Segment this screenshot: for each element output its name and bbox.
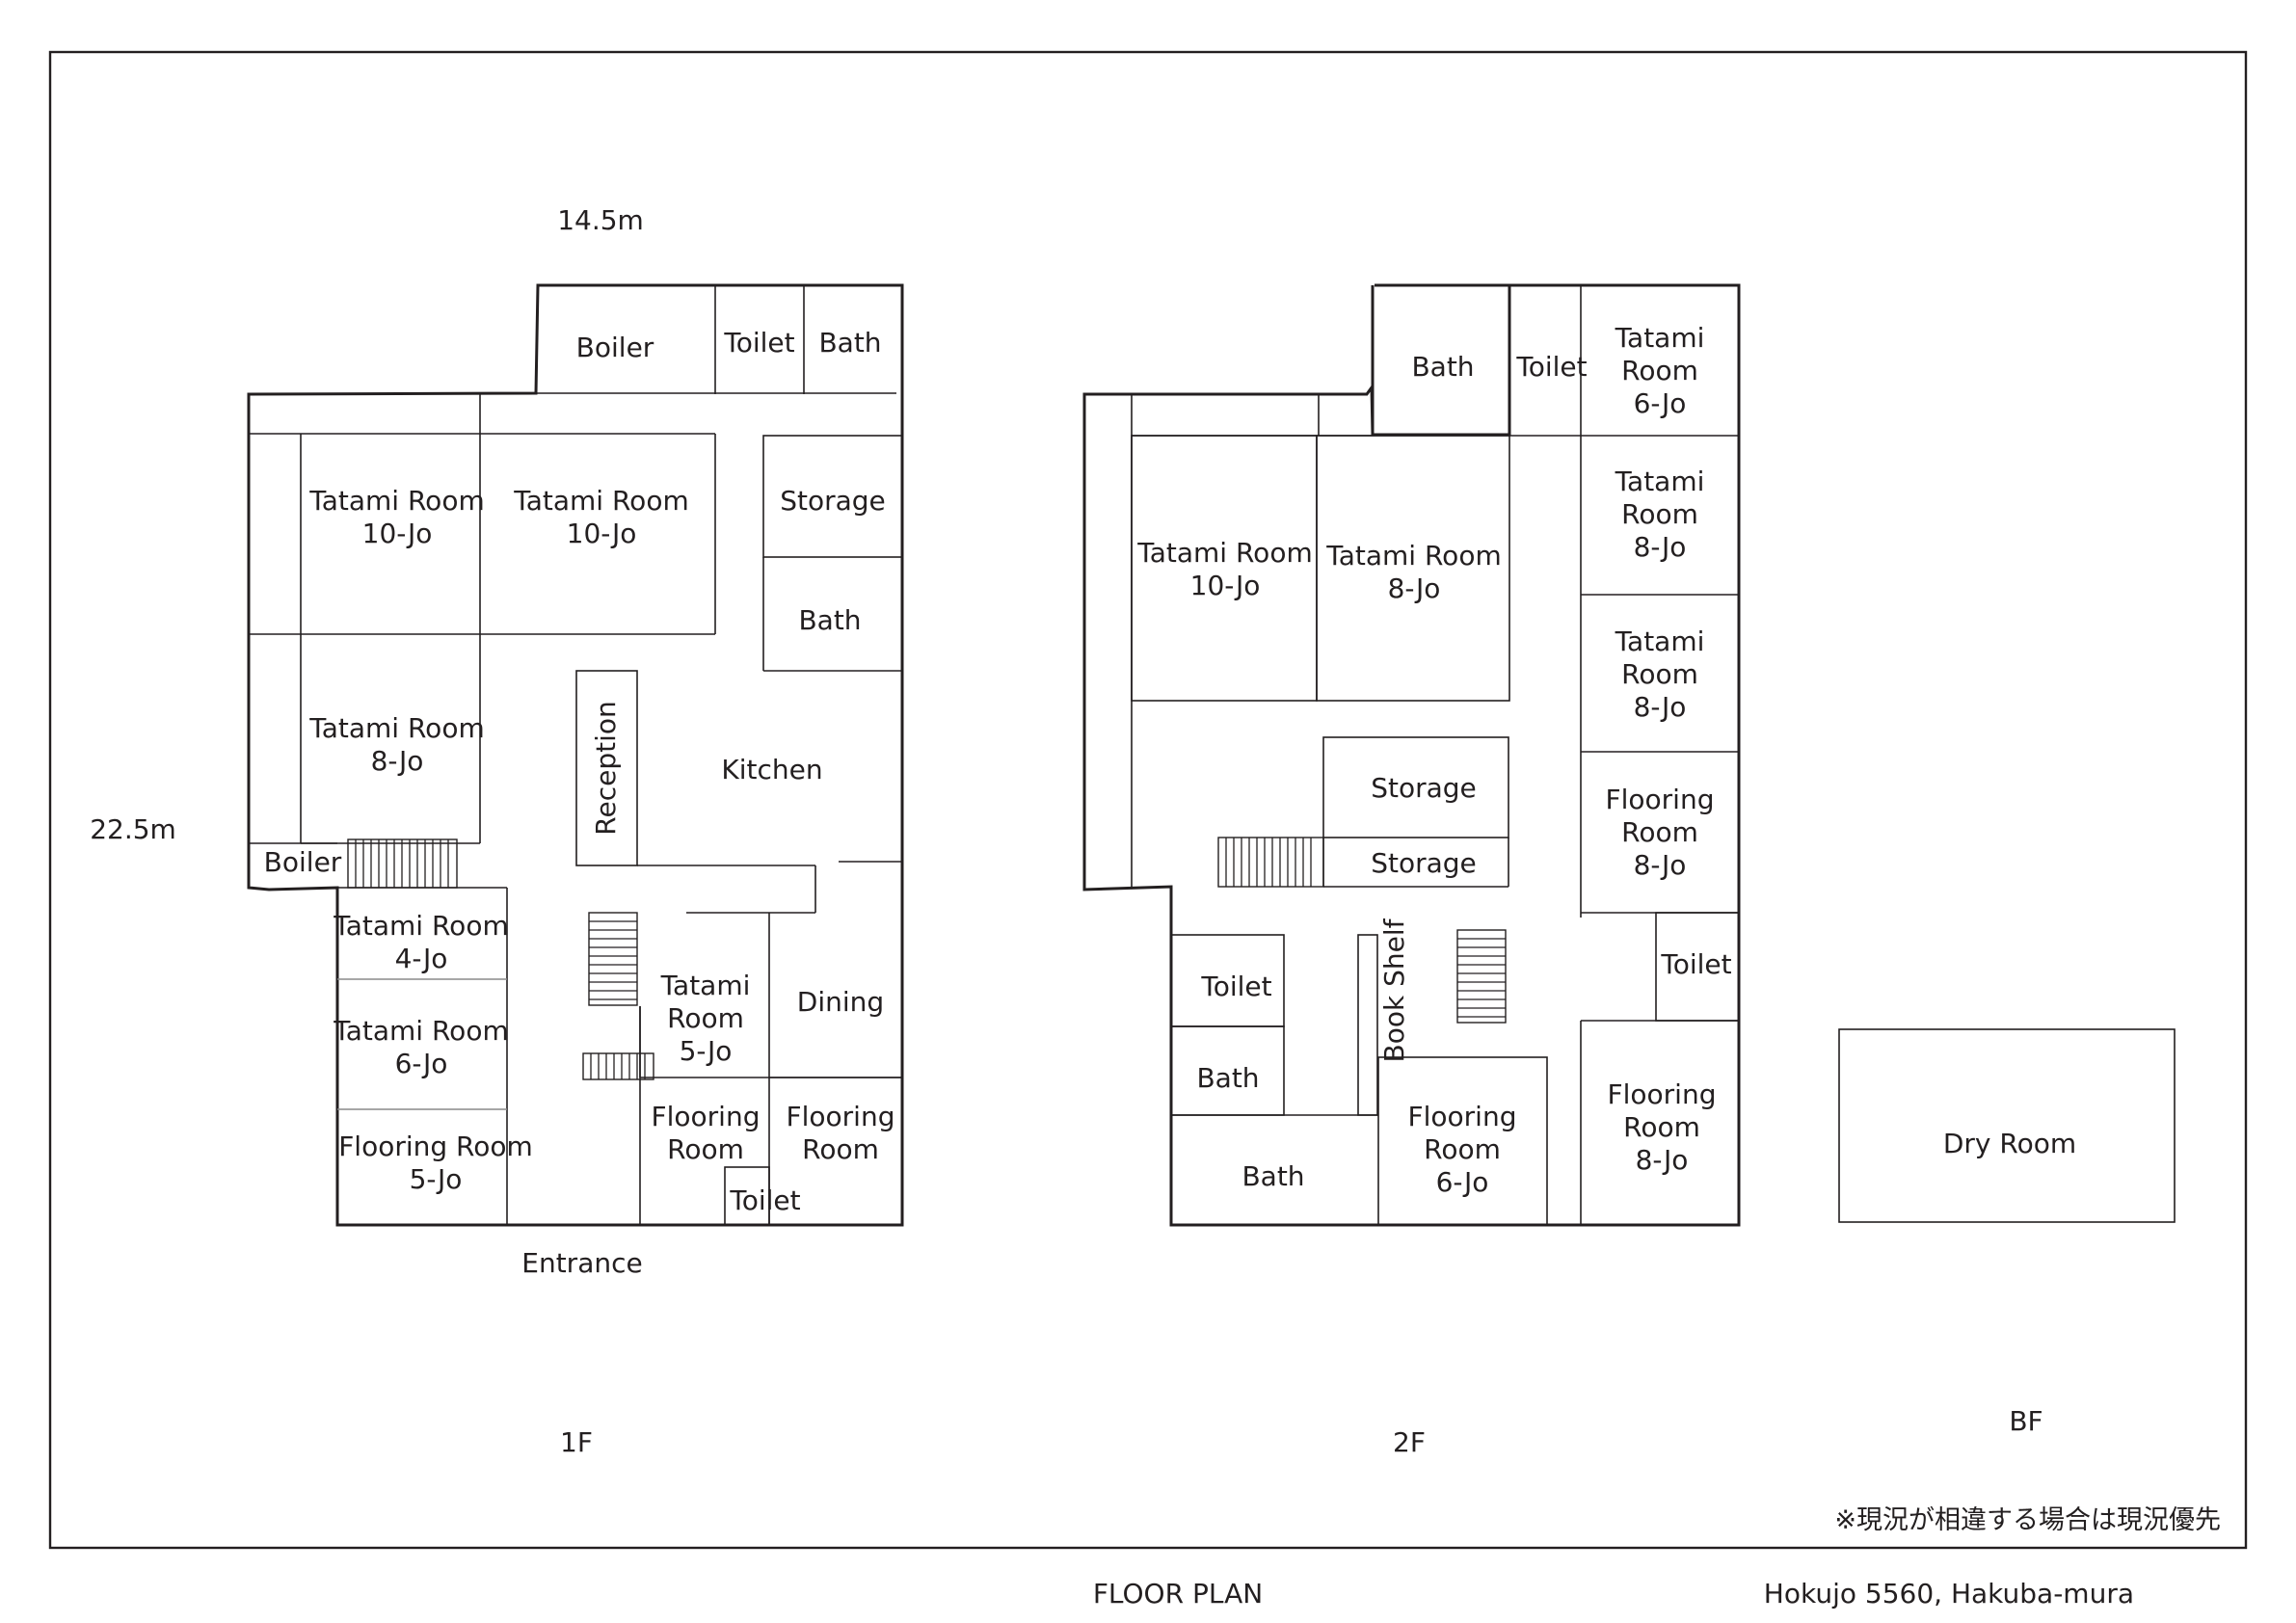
1f-tatami4-label: Tatami Room bbox=[333, 910, 508, 942]
2f-bath-top-label: Bath bbox=[1411, 351, 1474, 383]
1f-tatami10b-label: Tatami Room bbox=[513, 485, 688, 517]
1f-boiler-top-label: Boiler bbox=[576, 332, 654, 363]
1f-kitchen-label: Kitchen bbox=[721, 754, 822, 785]
1f-tatami4-size: 4-Jo bbox=[395, 943, 448, 974]
2f-tatami10-label: Tatami Room bbox=[1136, 537, 1312, 569]
1f-entrance-label: Entrance bbox=[521, 1247, 642, 1279]
document-title: FLOOR PLAN bbox=[1093, 1578, 1263, 1610]
1f-bath-top-label: Bath bbox=[818, 327, 881, 359]
2f-flooring8a-label: Flooring bbox=[1606, 784, 1715, 815]
1f-flooring5-label: Flooring Room bbox=[338, 1131, 533, 1162]
1f-tatami6-size: 6-Jo bbox=[395, 1048, 448, 1079]
1f-outer-wall bbox=[247, 283, 904, 1227]
1f-tatami10a-label: Tatami Room bbox=[308, 485, 484, 517]
2f-tatami6-size: 6-Jo bbox=[1634, 387, 1687, 419]
2f-floor-label: 2F bbox=[1393, 1426, 1426, 1458]
2f-tatami8a-size: 8-Jo bbox=[1634, 531, 1687, 563]
1f-tatami5-label2: Room bbox=[667, 1002, 744, 1034]
1f-floor-label: 1F bbox=[560, 1426, 593, 1458]
2f-toilet-left-label: Toilet bbox=[1200, 971, 1271, 1002]
outer-frame bbox=[48, 50, 2248, 1550]
precedence-note: ※現況が相違する場合は現況優先 bbox=[1834, 1505, 2221, 1535]
2f-flooring8b-size: 8-Jo bbox=[1636, 1144, 1689, 1176]
1f-flooringB-label: Flooring bbox=[787, 1101, 895, 1132]
2f-tatami8-size: 8-Jo bbox=[1388, 572, 1441, 604]
address-label: Hokujo 5560, Hakuba-mura bbox=[1764, 1578, 2134, 1610]
2f-flooring8b-label2: Room bbox=[1623, 1111, 1700, 1143]
1f-flooring5-size: 5-Jo bbox=[410, 1163, 463, 1195]
2f-tatami6-label2: Room bbox=[1621, 355, 1698, 386]
2f-bath-bottom-label: Bath bbox=[1241, 1160, 1304, 1192]
2f-tatami8b-label2: Room bbox=[1621, 658, 1698, 690]
2f-toilet-right-label: Toilet bbox=[1660, 948, 1731, 980]
2f-tatami6-label: Tatami bbox=[1615, 322, 1705, 354]
2f-flooring6-label: Flooring bbox=[1408, 1101, 1517, 1132]
1f-stairs-main bbox=[347, 838, 458, 889]
bf-dry-room-label: Dry Room bbox=[1943, 1128, 2076, 1159]
2f-tatami8b-label: Tatami bbox=[1615, 625, 1705, 657]
dimension-width-label: 14.5m bbox=[557, 204, 644, 236]
2f-stairs-vertical bbox=[1456, 929, 1507, 1024]
2f-flooring6-label2: Room bbox=[1424, 1133, 1501, 1165]
1f-flooringA-label: Flooring bbox=[652, 1101, 761, 1132]
2f-partitions bbox=[1131, 285, 1740, 1226]
2f-bookshelf-label: Book Shelf bbox=[1378, 918, 1410, 1062]
dimension-depth-label: 22.5m bbox=[90, 813, 176, 845]
1f-boiler-left-label: Boiler bbox=[264, 846, 342, 878]
1f-bath-right-label: Bath bbox=[798, 604, 861, 636]
1f-flooringA-label2: Room bbox=[667, 1133, 744, 1165]
bf-floor-label: BF bbox=[2009, 1405, 2042, 1437]
2f-tatami8b-size: 8-Jo bbox=[1634, 691, 1687, 723]
1f-partitions bbox=[249, 285, 903, 1226]
1f-tatami8-size: 8-Jo bbox=[371, 745, 424, 777]
2f-outer-wall bbox=[1082, 283, 1741, 1227]
2f-storage-b-label: Storage bbox=[1371, 847, 1477, 879]
1f-toilet-top-label: Toilet bbox=[723, 327, 794, 359]
floor-bf-plan: Dry Room BF bbox=[1838, 1028, 2176, 1437]
1f-toilet-bottom-label: Toilet bbox=[729, 1184, 800, 1216]
1f-tatami10b-size: 10-Jo bbox=[567, 518, 637, 549]
1f-tatami10a-size: 10-Jo bbox=[362, 518, 433, 549]
2f-tatami8a-label2: Room bbox=[1621, 498, 1698, 530]
1f-stairs-vertical bbox=[588, 912, 638, 1006]
1f-flooringB-label2: Room bbox=[802, 1133, 879, 1165]
1f-reception-label: Reception bbox=[590, 701, 622, 835]
1f-tatami5-size: 5-Jo bbox=[680, 1035, 733, 1067]
2f-tatami8a-label: Tatami bbox=[1615, 466, 1705, 497]
floor-2f-plan: Bath Toilet Tatami Room 6-Jo Tatami Room… bbox=[1082, 283, 1741, 1458]
1f-dining-label: Dining bbox=[797, 986, 884, 1018]
2f-tatami8-label: Tatami Room bbox=[1325, 540, 1501, 572]
2f-bath-left-label: Bath bbox=[1196, 1062, 1259, 1094]
1f-storage-label: Storage bbox=[780, 485, 886, 517]
1f-tatami6-label: Tatami Room bbox=[333, 1015, 508, 1047]
2f-flooring8a-size: 8-Jo bbox=[1634, 849, 1687, 881]
1f-tatami8-label: Tatami Room bbox=[308, 712, 484, 744]
floor-1f-plan: Boiler Toilet Bath Tatami Room 10-Jo Tat… bbox=[247, 283, 904, 1458]
2f-toilet-top-label: Toilet bbox=[1515, 351, 1587, 383]
2f-tatami10-size: 10-Jo bbox=[1190, 570, 1261, 601]
2f-stairs-horizontal bbox=[1217, 837, 1324, 888]
2f-storage-a-label: Storage bbox=[1371, 772, 1477, 804]
1f-tatami5-label: Tatami bbox=[660, 970, 751, 1001]
2f-flooring8b-label: Flooring bbox=[1608, 1078, 1717, 1110]
bf-dry-room bbox=[1838, 1028, 2176, 1223]
1f-stairs-small bbox=[582, 1052, 654, 1080]
2f-flooring8a-label2: Room bbox=[1621, 816, 1698, 848]
2f-flooring6-size: 6-Jo bbox=[1436, 1166, 1489, 1198]
